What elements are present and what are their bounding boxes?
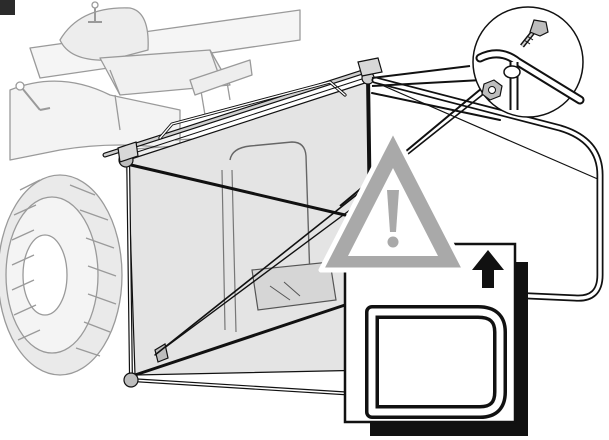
emptying-handle [371,76,604,302]
bolt-icon [520,19,549,48]
callout-handle [365,305,507,419]
up-arrow-icon [472,250,504,288]
rear-wheel [0,174,123,376]
control-lever [15,81,51,111]
nut-icon [481,79,503,101]
warning-callout [343,242,528,436]
fitting-bottom-left [123,372,139,388]
warning-triangle-icon [318,127,468,273]
collector-bag [127,81,373,376]
top-lever [88,1,102,23]
step-badge [0,0,15,15]
detail-zoom [154,6,585,356]
frame-fittings [117,57,383,388]
